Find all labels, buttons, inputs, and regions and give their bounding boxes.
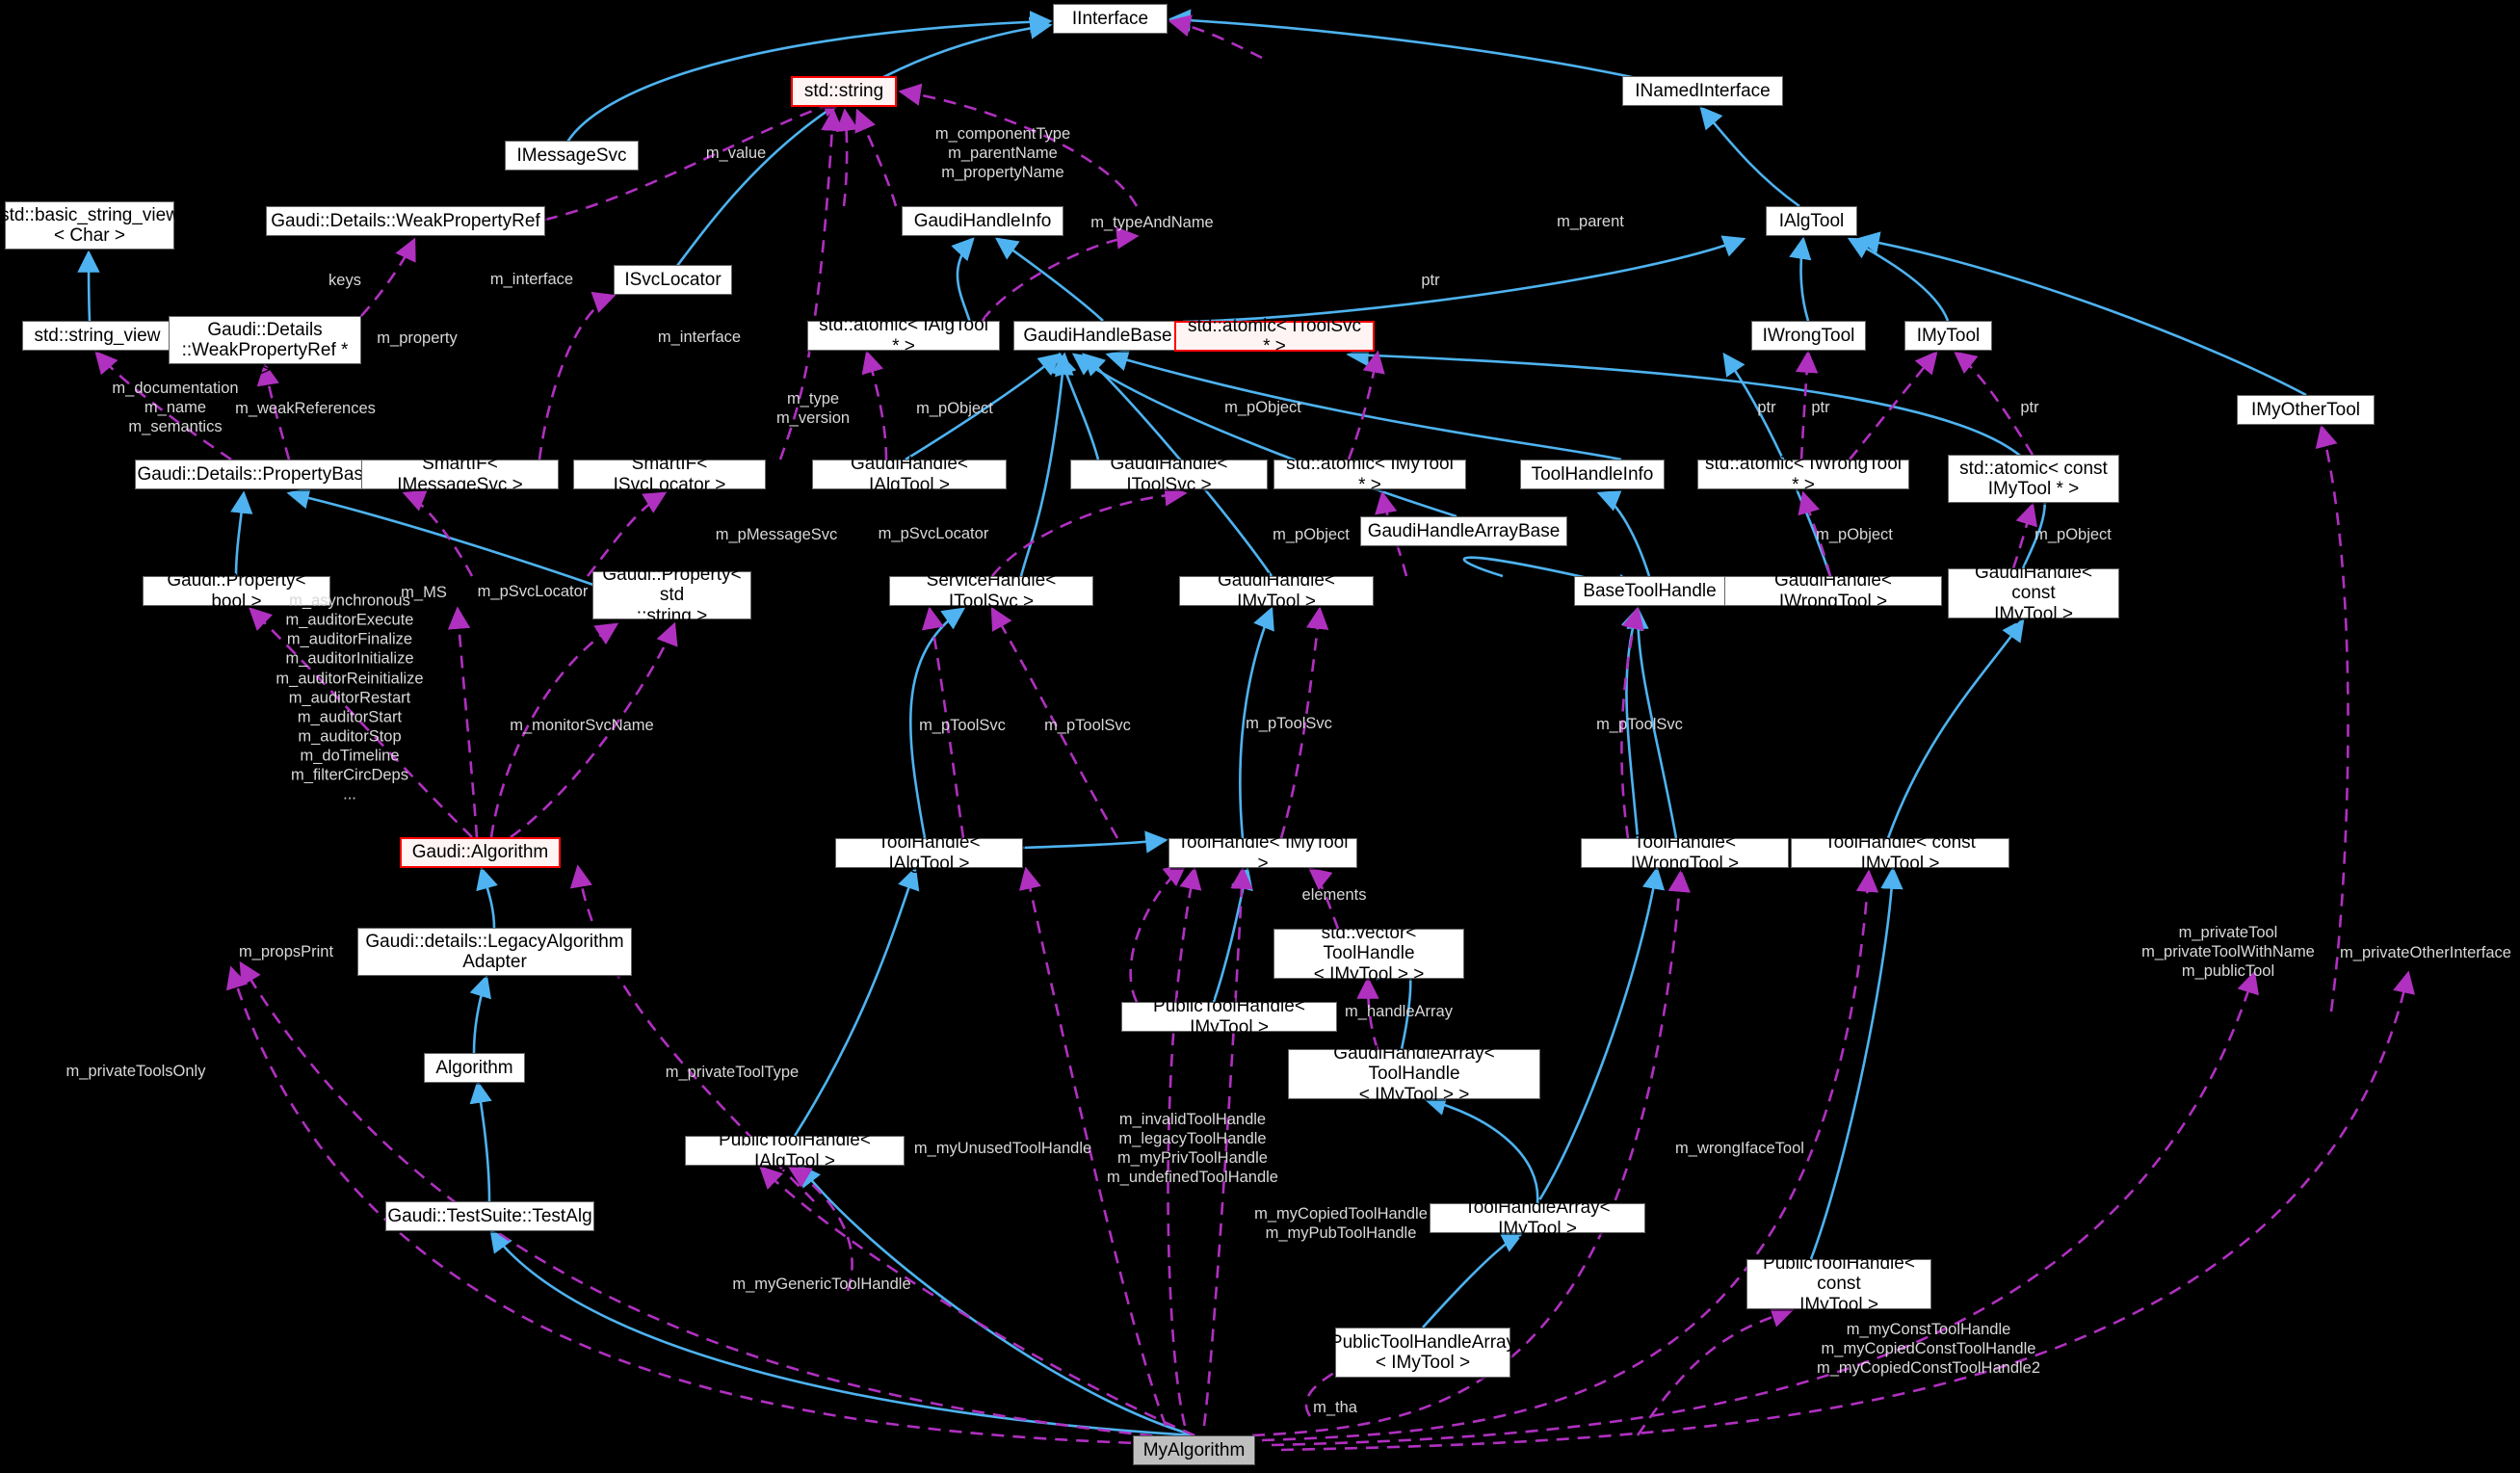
class-node-ToolHandleArray_IMyTool[interactable]: ToolHandleArray< IMyTool >	[1430, 1197, 1645, 1239]
class-node-GaudiHandleArray_ToolHandle_IMyTool[interactable]: GaudiHandleArray< ToolHandle < IMyTool >…	[1288, 1043, 1540, 1105]
class-node-IInterface[interactable]: IInterface	[1053, 4, 1168, 34]
edge-label-lbl_m_type_version: m_type m_version	[775, 389, 851, 427]
edge-label-lbl_m_pObject_4: m_pObject	[1816, 525, 1893, 543]
class-node-ToolHandle_IMyTool[interactable]: ToolHandle< IMyTool >	[1168, 832, 1357, 874]
edge-label-lbl_m_pObject_3: m_pObject	[1273, 525, 1350, 543]
class-node-Gaudi_Details_WeakPropertyRef[interactable]: Gaudi::Details::WeakPropertyRef	[266, 206, 545, 236]
class-node-Algorithm[interactable]: Algorithm	[424, 1053, 525, 1083]
class-node-GaudiHandle_const_IMyTool[interactable]: GaudiHandle< const IMyTool >	[1948, 563, 2119, 624]
class-node-GaudiHandle_IWrongTool[interactable]: GaudiHandle< IWrongTool >	[1724, 570, 1942, 612]
class-node-std_atomic_IAlgTool[interactable]: std::atomic< IAlgTool * >	[807, 315, 1000, 356]
class-node-std_vector_ToolHandle_IMyTool[interactable]: std::vector< ToolHandle < IMyTool > >	[1273, 923, 1464, 985]
class-node-std_atomic_IToolSvc[interactable]: std::atomic< IToolSvc * >	[1174, 316, 1375, 356]
edge-label-lbl_m_pToolSvc_3: m_pToolSvc	[1246, 714, 1332, 732]
class-node-Gaudi_Algorithm[interactable]: Gaudi::Algorithm	[400, 837, 561, 868]
edge-label-lbl_m_monitorSvcName: m_monitorSvcName	[510, 716, 654, 734]
class-node-std_basic_string_view[interactable]: std::basic_string_view < Char >	[0, 201, 179, 250]
edge-label-lbl_m_privateOtherInterface: m_privateOtherInterface	[2340, 943, 2511, 961]
class-node-std_atomic_const_IMyTool[interactable]: std::atomic< const IMyTool * >	[1948, 455, 2119, 503]
edge-label-lbl_m_pObject_2: m_pObject	[1224, 398, 1301, 416]
edge-label-lbl_m_pObject_1: m_pObject	[916, 399, 993, 417]
edge-label-lbl_m_tha: m_tha	[1313, 1398, 1357, 1416]
class-node-GaudiHandle_IMyTool[interactable]: GaudiHandle< IMyTool >	[1179, 570, 1374, 612]
edge-label-lbl_ptr_4: ptr	[2020, 398, 2039, 416]
class-node-GaudiHandle_IToolSvc[interactable]: GaudiHandle< IToolSvc >	[1070, 454, 1268, 495]
edge-label-lbl_m_value: m_value	[705, 144, 767, 162]
edge-label-lbl_m_property: m_property	[377, 329, 458, 347]
class-node-Gaudi_Property_bool[interactable]: Gaudi::Property< bool >	[143, 570, 330, 612]
class-node-ISvcLocator[interactable]: ISvcLocator	[614, 265, 732, 295]
class-node-std_atomic_IMyTool[interactable]: std::atomic< IMyTool * >	[1273, 454, 1466, 495]
class-node-ToolHandle_IWrongTool[interactable]: ToolHandle< IWrongTool >	[1581, 832, 1789, 874]
class-node-Gaudi_Details_PropertyBase[interactable]: Gaudi::Details::PropertyBase	[135, 460, 376, 489]
class-node-GaudiHandleArrayBase[interactable]: GaudiHandleArrayBase	[1360, 516, 1567, 546]
class-node-GaudiHandleInfo[interactable]: GaudiHandleInfo	[902, 206, 1063, 236]
edge-label-lbl_ptr_2: ptr	[1757, 398, 1776, 416]
class-node-GaudiHandle_IAlgTool[interactable]: GaudiHandle< IAlgTool >	[812, 454, 1007, 495]
edge-label-lbl_m_myUnusedToolHandle: m_myUnusedToolHandle	[913, 1139, 1092, 1157]
class-node-ToolHandle_IAlgTool[interactable]: ToolHandle< IAlgTool >	[835, 832, 1023, 874]
edge-label-lbl_m_weakReferences: m_weakReferences	[235, 399, 376, 417]
edge-label-lbl_m_pObject_5: m_pObject	[2034, 525, 2112, 543]
class-node-IMyTool[interactable]: IMyTool	[1904, 321, 1992, 351]
edge-label-lbl_m_pSvcLocator_1: m_pSvcLocator	[878, 524, 989, 542]
class-node-SmartIF_ISvcLocator[interactable]: SmartIF< ISvcLocator >	[573, 454, 766, 495]
class-node-ServiceHandle_IToolSvc[interactable]: ServiceHandle< IToolSvc >	[889, 570, 1093, 612]
class-node-Gaudi_TestSuite_TestAlg[interactable]: Gaudi::TestSuite::TestAlg	[385, 1201, 594, 1231]
class-node-std_string_view[interactable]: std::string_view	[22, 321, 172, 351]
class-node-SmartIF_IMessageSvc[interactable]: SmartIF< IMessageSvc >	[361, 454, 559, 495]
edge-label-lbl_m_myConstToolHandle: m_myConstToolHandle m_myCopiedConstToolH…	[1816, 1320, 2041, 1378]
edge-label-lbl_m_privateTool: m_privateTool m_privateToolWithName m_pu…	[2141, 923, 2315, 981]
edge-label-lbl_m_interface_1: m_interface	[489, 270, 574, 288]
edge-label-lbl_ptr_3: ptr	[1811, 398, 1830, 416]
class-node-BaseToolHandle[interactable]: BaseToolHandle	[1574, 576, 1725, 606]
edge-label-lbl_ptr_top: ptr	[1421, 271, 1440, 289]
edge-label-lbl_m_typeAndName: m_typeAndName	[1090, 213, 1214, 231]
class-node-ToolHandle_const_IMyTool[interactable]: ToolHandle< const IMyTool >	[1791, 832, 2009, 874]
edge-label-lbl_m_pMessageSvc: m_pMessageSvc	[715, 525, 838, 543]
edge-label-lbl_m_myCopiedToolHandle: m_myCopiedToolHandle m_myPubToolHandle	[1254, 1204, 1428, 1242]
edge-label-lbl_m_propsPrint: m_propsPrint	[238, 942, 334, 960]
edge-label-lbl_m_pToolSvc_1: m_pToolSvc	[919, 716, 1006, 734]
edge-label-lbl_m_myGenericToolHandle: m_myGenericToolHandle	[732, 1275, 911, 1293]
edge-label-lbl_m_interface_2: m_interface	[657, 328, 742, 346]
edge-label-lbl_m_wrongIfaceTool: m_wrongIfaceTool	[1675, 1139, 1804, 1157]
class-node-ToolHandleInfo[interactable]: ToolHandleInfo	[1520, 460, 1665, 489]
class-node-GaudiHandleBase[interactable]: GaudiHandleBase	[1013, 321, 1182, 351]
class-node-IMessageSvc[interactable]: IMessageSvc	[505, 141, 639, 171]
class-node-IAlgTool[interactable]: IAlgTool	[1766, 206, 1857, 236]
edge-label-lbl_m_MS: m_MS	[401, 583, 447, 601]
class-node-Gaudi_Property_std_string[interactable]: Gaudi::Property< std ::string >	[592, 565, 751, 626]
class-node-PublicToolHandle_IMyTool[interactable]: PublicToolHandle< IMyTool >	[1121, 996, 1337, 1038]
edge-label-lbl_m_documentation: m_documentation m_name m_semantics	[112, 379, 239, 436]
class-node-std_string[interactable]: std::string	[791, 76, 897, 107]
edge-label-lbl_m_invalidToolHandle: m_invalidToolHandle m_legacyToolHandle m…	[1107, 1110, 1278, 1187]
class-node-std_set_WeakPropertyRef[interactable]: std::set< Gaudi::Details ::WeakPropertyR…	[169, 299, 361, 381]
edge-label-lbl_m_pToolSvc_2: m_pToolSvc	[1044, 716, 1131, 734]
class-node-IMyOtherTool[interactable]: IMyOtherTool	[2237, 395, 2375, 425]
edge-label-lbl_m_handleArray: m_handleArray	[1345, 1002, 1453, 1020]
edge-label-lbl_m_componentType: m_componentType m_parentName m_propertyN…	[934, 124, 1071, 182]
class-node-PublicToolHandleArray_IMyTool[interactable]: PublicToolHandleArray < IMyTool >	[1330, 1328, 1515, 1378]
class-node-std_atomic_IWrongTool[interactable]: std::atomic< IWrongTool * >	[1697, 454, 1909, 495]
class-node-INamedInterface[interactable]: INamedInterface	[1622, 76, 1783, 106]
edge-label-lbl_keys: keys	[328, 271, 361, 289]
class-node-PublicToolHandle_const_IMyTool[interactable]: PublicToolHandle< const IMyTool >	[1746, 1253, 1931, 1315]
edge-label-lbl_m_privateToolsOnly: m_privateToolsOnly	[66, 1062, 206, 1080]
edge-label-lbl_m_privateToolType: m_privateToolType	[665, 1063, 800, 1081]
edge-label-lbl_m_pToolSvc_4: m_pToolSvc	[1596, 715, 1683, 733]
class-node-PublicToolHandle_IAlgTool[interactable]: PublicToolHandle< IAlgTool >	[685, 1130, 905, 1171]
class-node-Gaudi_details_LegacyAlgorithmAdapter[interactable]: Gaudi::details::LegacyAlgorithm Adapter	[357, 928, 632, 976]
edge-label-lbl_m_parent: m_parent	[1557, 212, 1624, 230]
edge-label-lbl_m_pSvcLocator_2: m_pSvcLocator	[477, 582, 589, 600]
class-node-MyAlgorithm[interactable]: MyAlgorithm	[1133, 1435, 1255, 1465]
edge-label-lbl_elements: elements	[1301, 885, 1367, 904]
edge-label-lbl_m_asynchronous: m_asynchronous m_auditorExecute m_audito…	[276, 592, 424, 803]
class-node-IWrongTool[interactable]: IWrongTool	[1751, 321, 1866, 351]
